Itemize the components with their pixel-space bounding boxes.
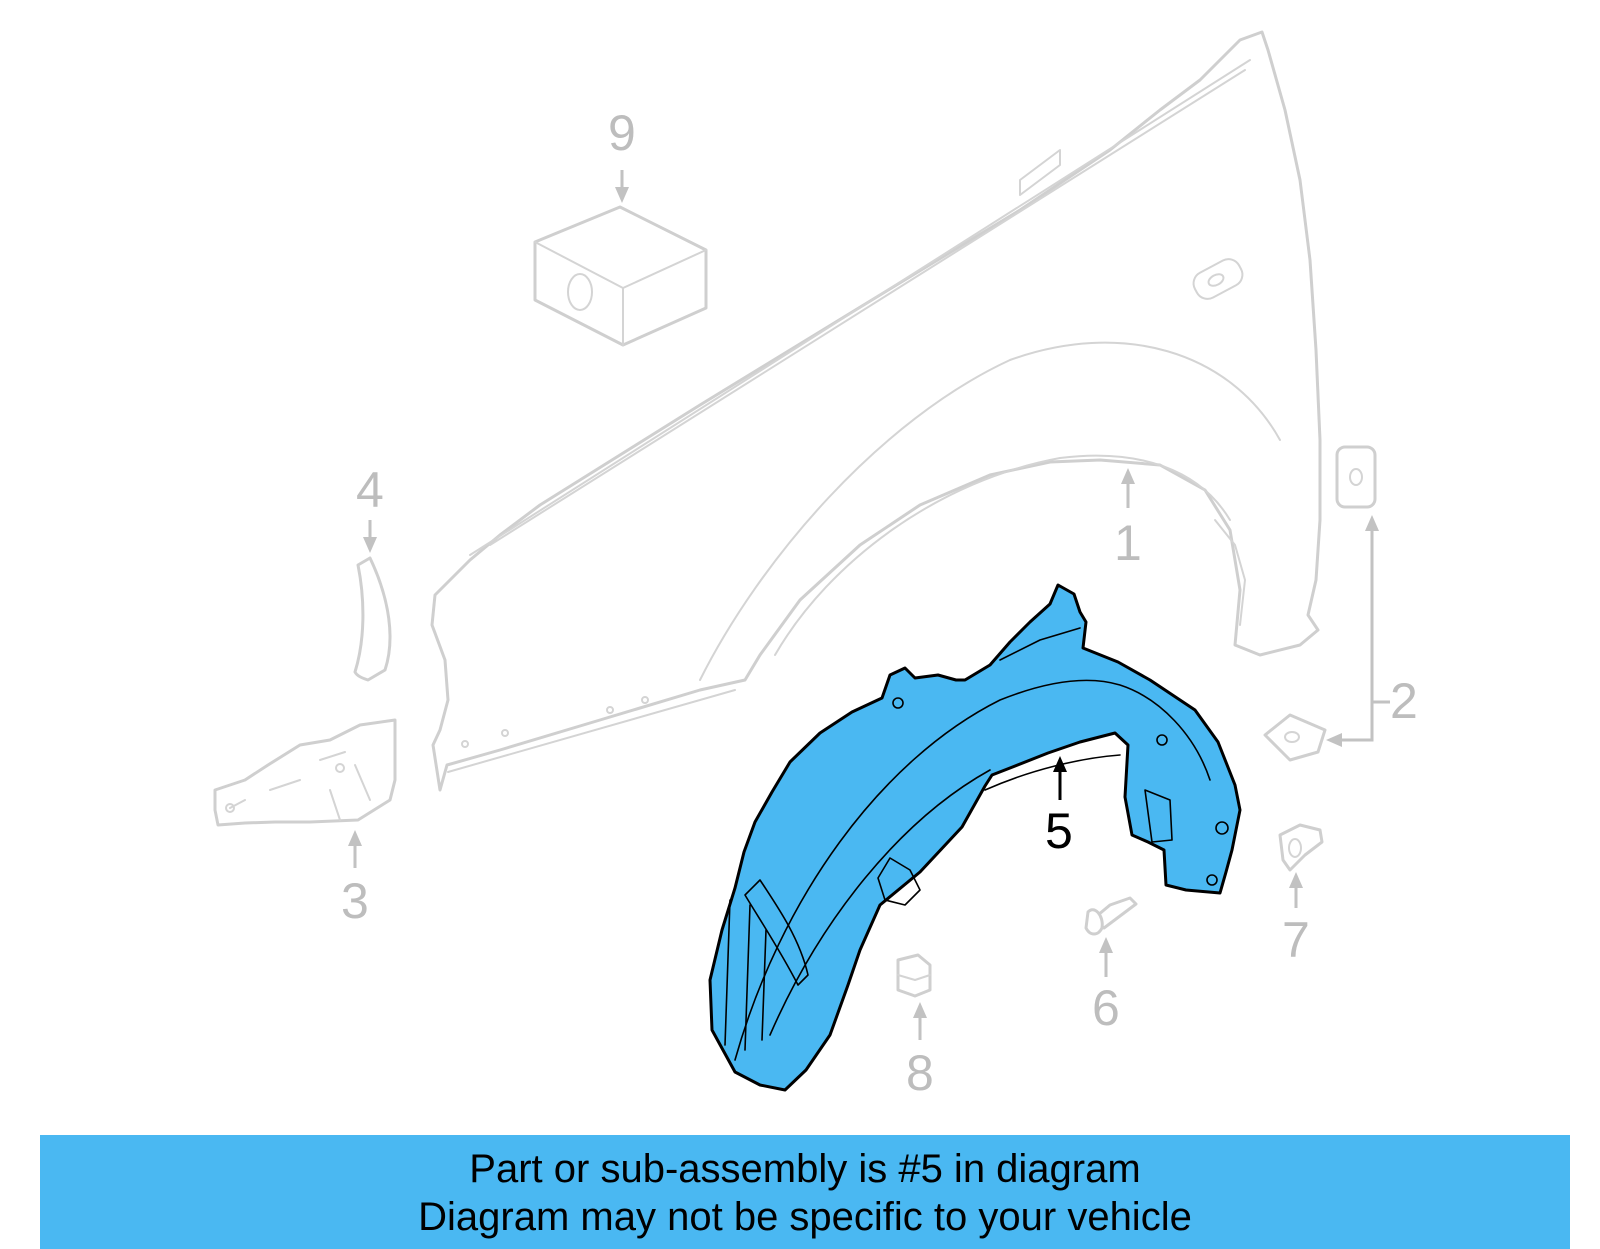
callout-4: 4: [356, 462, 384, 518]
callout-1: 1: [1114, 515, 1142, 571]
callout-8: 8: [906, 1045, 934, 1101]
fender-part-1: [430, 30, 1322, 792]
banner-line-part-reference: Part or sub-assembly is #5 in diagram: [469, 1147, 1141, 1191]
callout-2: 2: [1390, 673, 1418, 729]
fender-liner-part-5: [708, 583, 1242, 1092]
screw-part-6: [1084, 896, 1138, 936]
banner-line-disclaimer: Diagram may not be specific to your vehi…: [418, 1195, 1192, 1239]
callout-5: 5: [1045, 803, 1073, 859]
callout-9: 9: [608, 105, 636, 161]
bracket-part-3: [213, 718, 397, 827]
callout-7: 7: [1282, 912, 1310, 968]
info-banner: Part or sub-assembly is #5 in diagram Di…: [40, 1135, 1570, 1249]
callout-numbers: 1 2 3 4 5 6 7 8 9: [341, 105, 1418, 1101]
clip-part-2: [1263, 445, 1377, 762]
trim-strip-part-4: [353, 556, 392, 682]
push-clip-part-7: [1278, 823, 1324, 872]
retainer-part-8: [896, 953, 932, 998]
callout-leaders: [348, 170, 1390, 1040]
block-part-9: [533, 205, 708, 347]
callout-3: 3: [341, 873, 369, 929]
callout-6: 6: [1092, 980, 1120, 1036]
